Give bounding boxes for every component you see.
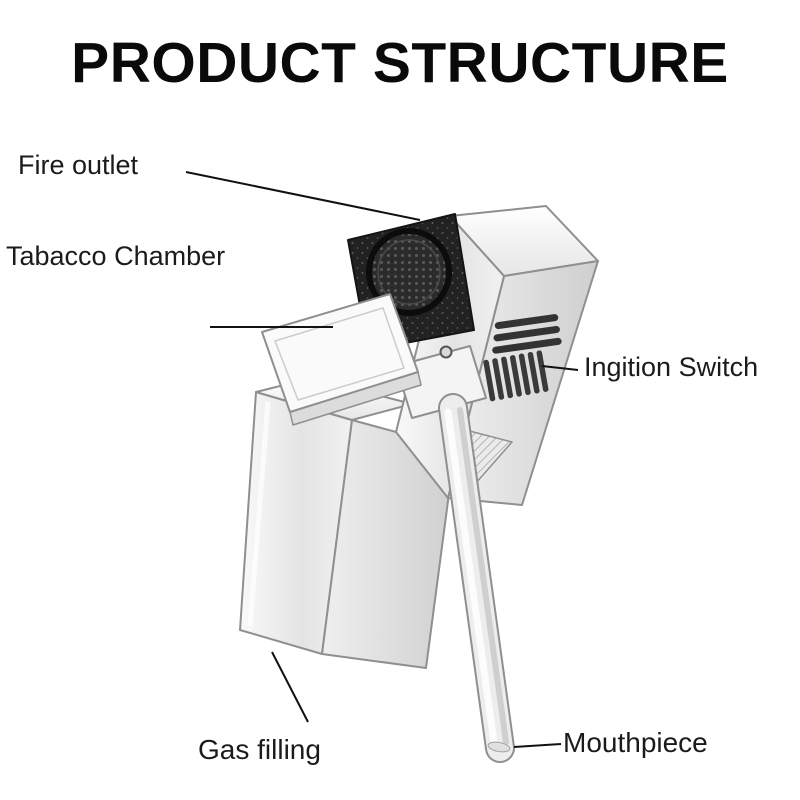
callout-label-ignition-switch: Ingition Switch — [584, 352, 759, 382]
callout-label-fire-outlet: Fire outlet — [18, 150, 139, 180]
callout-label-gas-filling: Gas filling — [198, 734, 321, 765]
page-title: PRODUCT STRUCTURE — [71, 31, 729, 95]
mouthpiece-tube — [438, 393, 515, 763]
ignition-switch-ridges — [483, 314, 562, 402]
callout-label-tobacco-chamber: Tabacco Chamber — [6, 241, 226, 271]
tobacco-chamber-mesh — [366, 228, 452, 316]
callout-label-mouthpiece: Mouthpiece — [563, 727, 708, 758]
leader-line-ignition-switch — [541, 365, 579, 371]
leader-lines — [185, 171, 579, 748]
flip-lid — [261, 293, 422, 426]
gas-reservoir-body — [239, 377, 456, 669]
leader-line-mouthpiece — [513, 743, 562, 748]
hinge-screw — [439, 345, 453, 359]
product-body — [239, 205, 599, 763]
leader-line-fire-outlet — [185, 171, 421, 221]
leader-line-gas-filling — [271, 651, 309, 723]
